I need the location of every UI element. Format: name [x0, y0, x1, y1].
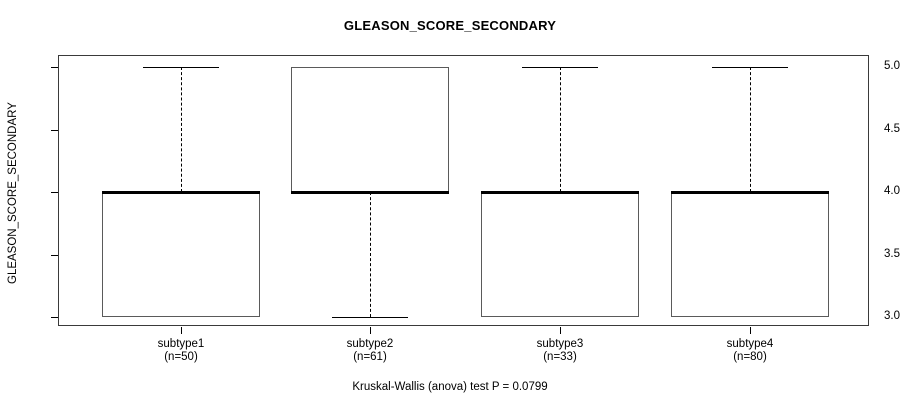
median-line-subtype3	[481, 191, 639, 194]
whisker-cap-subtype2	[332, 317, 408, 318]
box-subtype1	[102, 192, 260, 317]
y-tick-label: 4.5	[884, 122, 900, 135]
plot-frame	[58, 55, 869, 326]
x-tick-label-subtype2: subtype2(n=61)	[300, 338, 440, 364]
whisker-cap-subtype1	[143, 67, 219, 68]
category-count: (n=61)	[353, 351, 387, 363]
y-tick-label: 3.0	[884, 310, 900, 322]
y-tick-label: 3.5	[884, 247, 900, 260]
category-name: subtype4	[726, 338, 774, 350]
median-line-subtype1	[102, 191, 260, 194]
y-tick-mark	[51, 192, 58, 193]
median-line-subtype2	[291, 191, 449, 194]
x-tick-mark	[560, 327, 561, 334]
whisker-subtype1	[181, 67, 182, 192]
y-tick-label: 4.0	[884, 185, 900, 197]
chart-title: GLEASON_SCORE_SECONDARY	[343, 18, 557, 33]
x-tick-label-subtype1: subtype1(n=50)	[111, 338, 251, 364]
y-tick-mark	[51, 254, 58, 256]
whisker-cap-subtype3	[522, 67, 598, 68]
y-tick-label: 5.0	[884, 60, 900, 72]
x-tick-mark	[750, 327, 751, 334]
box-subtype3	[481, 192, 639, 317]
whisker-cap-subtype4	[712, 67, 788, 68]
x-tick-label-subtype4: subtype4(n=80)	[680, 338, 820, 364]
whisker-subtype2	[370, 192, 371, 317]
y-tick-mark	[51, 129, 58, 131]
y-axis-label: GLEASON_SCORE_SECONDARY	[7, 102, 19, 284]
whisker-subtype3	[560, 67, 561, 192]
x-tick-mark	[181, 327, 182, 334]
whisker-subtype4	[750, 67, 751, 192]
x-tick-mark	[370, 327, 371, 334]
median-line-subtype4	[671, 191, 829, 194]
category-count: (n=80)	[733, 351, 767, 363]
box-subtype2	[291, 67, 449, 192]
category-name: subtype3	[536, 338, 584, 350]
category-count: (n=50)	[164, 351, 198, 363]
x-tick-label-subtype3: subtype3(n=33)	[490, 338, 630, 364]
statistical-annotation: Kruskal-Wallis (anova) test P = 0.0799	[352, 381, 548, 393]
category-name: subtype2	[346, 338, 394, 350]
y-tick-mark	[51, 317, 58, 318]
y-tick-mark	[51, 67, 58, 68]
box-subtype4	[671, 192, 829, 317]
category-count: (n=33)	[543, 351, 577, 363]
category-name: subtype1	[157, 338, 205, 350]
